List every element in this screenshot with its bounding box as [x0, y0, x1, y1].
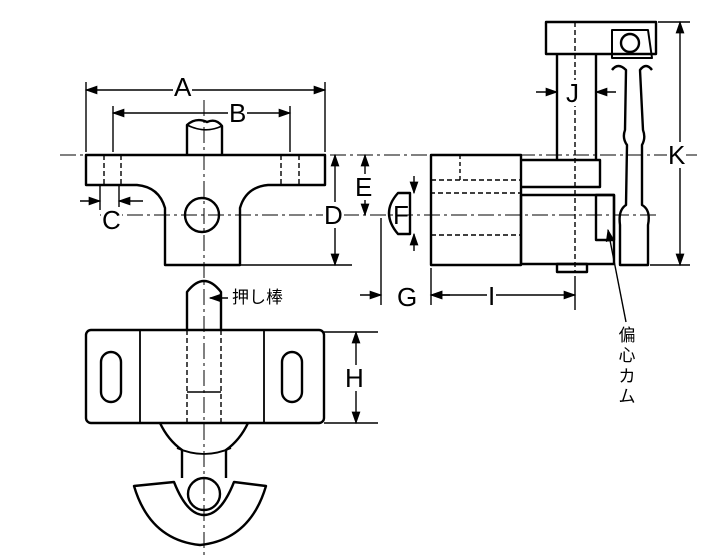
upper-nut — [521, 158, 602, 189]
dimension-lines — [80, 20, 690, 425]
center-lines — [60, 100, 700, 555]
bolt-hole-hidden-lines — [103, 155, 300, 185]
spindle-lever — [611, 64, 653, 267]
dimension-label-f: F — [393, 200, 409, 230]
cam-housing — [594, 193, 616, 242]
eccentric-cam-label: 偏心カム — [618, 326, 636, 408]
dimension-label-c: C — [101, 205, 122, 235]
dimension-label-d: D — [323, 200, 344, 230]
slot-right — [280, 350, 304, 404]
dimension-label-i: I — [487, 281, 497, 311]
assembly-side-view — [84, 279, 326, 547]
clamp-block — [429, 153, 523, 267]
bracket-outline — [84, 153, 327, 267]
push-rod-label: 押し棒 — [232, 288, 283, 310]
dimension-label-h: H — [344, 363, 365, 393]
bracket-front-view — [84, 118, 327, 267]
spindle-top — [544, 20, 658, 56]
push-rod-tip — [185, 279, 223, 330]
dimension-label-b: B — [228, 98, 248, 128]
lower-body — [84, 328, 326, 425]
clamp-side-view — [387, 20, 658, 274]
spindle-end — [555, 262, 589, 274]
dimension-label-j: J — [565, 78, 580, 108]
push-rod-top — [185, 118, 224, 155]
lower-nut — [519, 193, 616, 266]
dimension-label-k: K — [667, 140, 687, 170]
lever-pin — [619, 32, 641, 54]
cam-segment — [132, 480, 268, 547]
contact-head — [387, 191, 412, 236]
spindle-shaft — [555, 54, 598, 160]
dimension-label-a: A — [173, 72, 193, 102]
slot-left — [99, 350, 123, 404]
dimension-label-g: G — [396, 282, 419, 312]
dimension-label-e: E — [354, 172, 374, 202]
